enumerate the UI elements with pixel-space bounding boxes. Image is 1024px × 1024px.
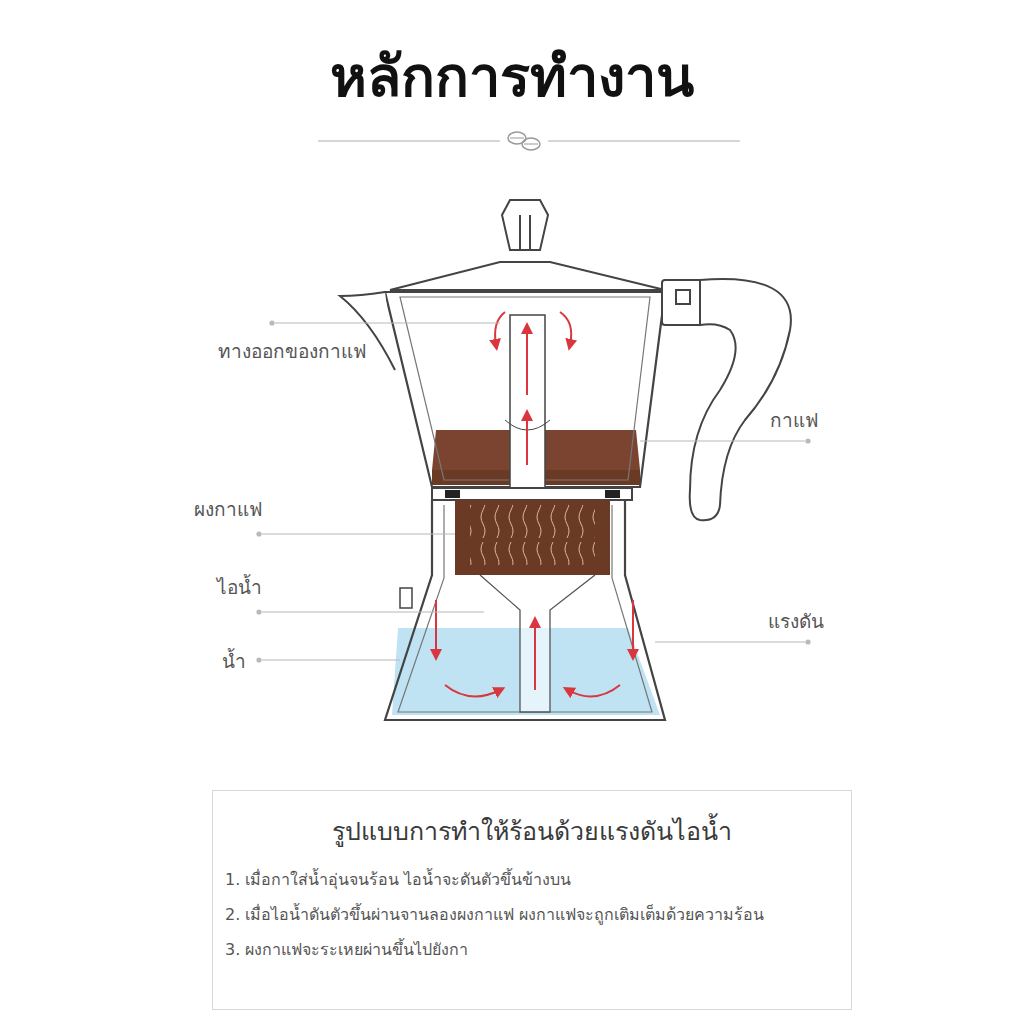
part-label: ทางออกของกาแฟ — [218, 336, 366, 366]
part-label: ผงกาแฟ — [194, 494, 262, 524]
step-text: 2. เมื่อไอน้ำดันตัวขึ้นผ่านจานลองผงกาแฟ … — [225, 902, 839, 927]
pot-lid — [390, 200, 665, 290]
part-label: ไอน้ำ — [217, 572, 262, 602]
note-box: รูปแบบการทำให้ร้อนด้วยแรงดันไอน้ำ 1. เมื่… — [212, 790, 852, 1010]
part-label: น้ำ — [222, 646, 246, 676]
divider — [318, 132, 740, 150]
box-heading: รูปแบบการทำให้ร้อนด้วยแรงดันไอน้ำ — [225, 811, 839, 851]
lower-chamber — [385, 500, 665, 720]
upper-chamber — [340, 292, 665, 490]
part-label: แรงดัน — [768, 606, 824, 636]
leader-lines — [257, 321, 810, 662]
pot-handle — [662, 279, 791, 520]
page-title: หลักการทำงาน — [330, 32, 694, 121]
flow-arrows — [436, 312, 633, 696]
part-label: กาแฟ — [770, 405, 818, 435]
step-text: 1. เมื่อกาใส่น้ำอุ่นจนร้อน ไอน้ำจะดันตัว… — [225, 867, 839, 892]
filter-basket — [432, 488, 632, 575]
step-text: 3. ผงกาแฟจะระเหยผ่านขึ้นไปยังกา — [225, 937, 839, 962]
